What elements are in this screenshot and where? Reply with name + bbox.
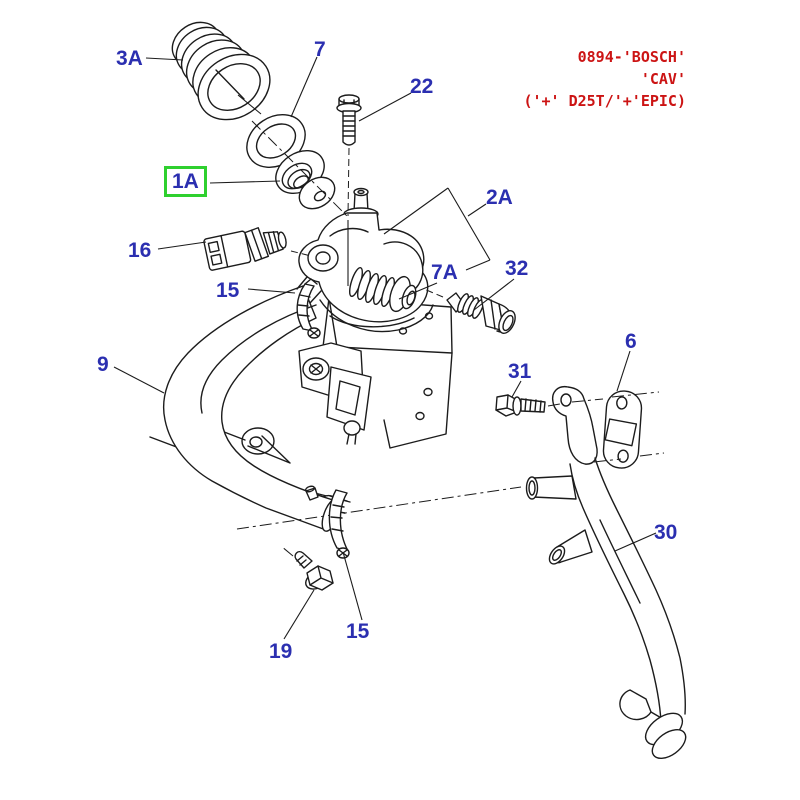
catalog-note-line2: 'CAV' (640, 70, 686, 88)
part-label-30[interactable]: 30 (654, 521, 678, 544)
part-label-7[interactable]: 7 (314, 38, 326, 61)
part-label-6[interactable]: 6 (625, 330, 637, 353)
axis-bolt-31 (548, 392, 659, 406)
axis-sensor-32 (424, 289, 443, 297)
part-label-19[interactable]: 19 (269, 640, 293, 663)
axis-sensor-16 (291, 251, 311, 256)
part-label-16[interactable]: 16 (128, 239, 152, 262)
part-3a-plug-drawing (164, 14, 282, 133)
part-label-15-bottom[interactable]: 15 (346, 620, 370, 643)
part-label-3a[interactable]: 3A (116, 47, 143, 70)
part-label-7a[interactable]: 7A (431, 261, 458, 284)
part-22-bolt-drawing (337, 95, 361, 145)
part-2a-housing-drawing (297, 189, 433, 332)
part-19-bolt-drawing (295, 552, 333, 593)
part-label-2a[interactable]: 2A (486, 186, 513, 209)
axis-bolt-22 (348, 148, 349, 216)
part-6-gasket-drawing (602, 390, 642, 469)
leader-lines (114, 57, 656, 639)
part-label-9[interactable]: 9 (97, 353, 109, 376)
part-1a-thermostat-drawing (268, 142, 341, 215)
catalog-note-line1: 0894-'BOSCH' (577, 48, 686, 66)
part-15-clamp-top-drawing (297, 279, 320, 338)
part-30-pipe-drawing (527, 387, 691, 764)
part-label-31[interactable]: 31 (508, 360, 532, 383)
part-32-sensor-drawing (447, 292, 518, 335)
axis-gasket-lower (594, 453, 664, 462)
catalog-note: 0894-'BOSCH' 'CAV' ('+' D25T/'+'EPIC) (523, 46, 686, 112)
part-label-22[interactable]: 22 (410, 75, 434, 98)
part-label-1a-highlighted[interactable]: 1A (164, 166, 207, 197)
part-31-bolt-drawing (496, 395, 545, 416)
axis-hose-to-pipe (237, 487, 521, 529)
part-label-15-top[interactable]: 15 (216, 279, 240, 302)
catalog-note-line3: ('+' D25T/'+'EPIC) (523, 92, 686, 110)
part-label-32[interactable]: 32 (505, 257, 529, 280)
axis-bolt-19 (281, 546, 293, 556)
part-9-hose-drawing (164, 286, 344, 533)
part-16-sensor-drawing (203, 223, 288, 271)
